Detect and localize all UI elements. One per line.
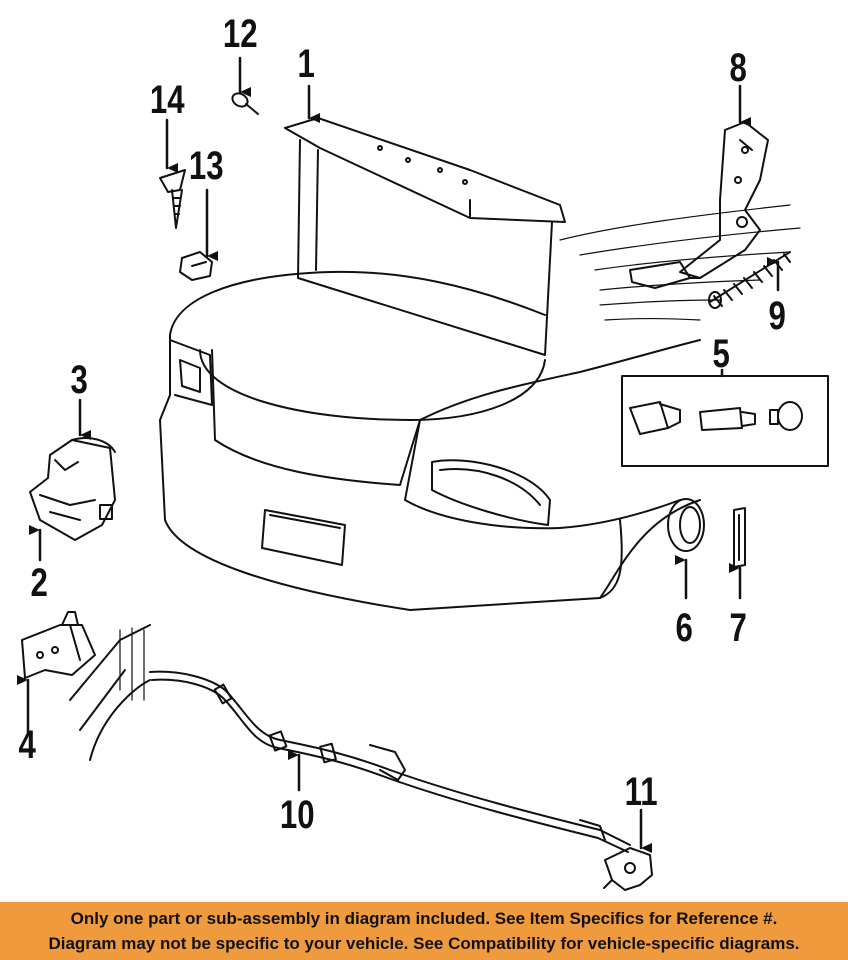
grommet: [667, 498, 705, 552]
callout-1: 1: [297, 42, 315, 86]
trunk-hinge: [629, 121, 769, 289]
bumper-stop: [179, 251, 213, 281]
callout-2: 2: [30, 561, 48, 605]
callout-8: 8: [729, 46, 747, 90]
callout-7: 7: [729, 606, 747, 650]
callout-12: 12: [222, 12, 258, 56]
disclaimer-line-2: Diagram may not be specific to your vehi…: [48, 934, 800, 953]
lock-cylinder-kit: [621, 375, 829, 467]
callout-9: 9: [768, 294, 786, 338]
rod-clip: [733, 507, 746, 568]
car-body: [159, 270, 701, 611]
leader-arrows: [17, 56, 780, 853]
screw: [159, 169, 186, 229]
callout-5: 5: [712, 332, 730, 376]
parts-diagram: 1 2 3 4 5 6 7 8 9 10 11 12 13 14: [17, 12, 829, 891]
release-cable: [69, 624, 631, 853]
trunk-lid: [284, 117, 566, 356]
disclaimer-banner: Only one part or sub-assembly in diagram…: [0, 902, 848, 960]
callout-6: 6: [675, 606, 693, 650]
hinge-mount-area: [559, 204, 801, 321]
release-actuator: [603, 847, 653, 891]
disclaimer-line-1: Only one part or sub-assembly in diagram…: [70, 909, 778, 928]
trunk-striker: [21, 611, 96, 679]
callout-10: 10: [279, 793, 315, 837]
callout-14: 14: [149, 78, 185, 122]
callout-13: 13: [188, 144, 224, 188]
diagram-drawing: [17, 56, 829, 891]
callout-4: 4: [18, 723, 36, 767]
trunk-latch: [29, 437, 116, 541]
callout-11: 11: [624, 770, 658, 814]
plug: [231, 92, 259, 115]
callout-3: 3: [70, 358, 88, 402]
